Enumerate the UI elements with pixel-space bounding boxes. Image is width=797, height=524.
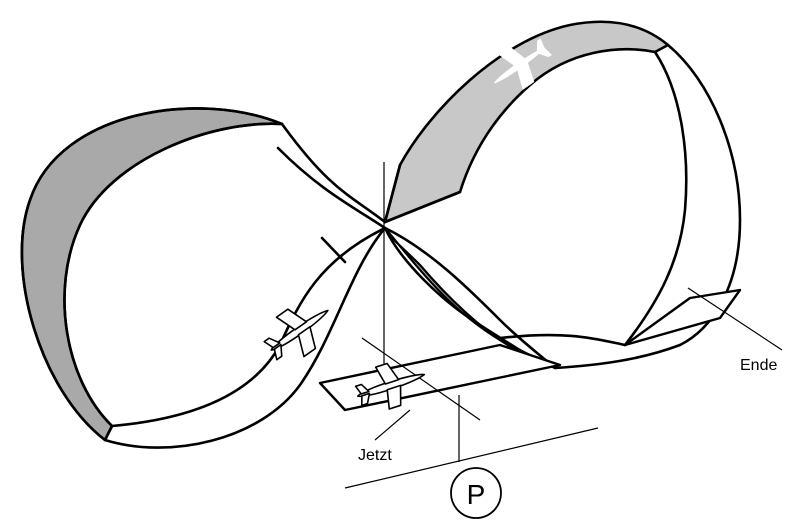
left-upper-ribbon-edge-top — [280, 122, 387, 224]
right-loop-inner-edge — [623, 50, 688, 347]
right-lower-ribbon-edge — [383, 190, 462, 224]
center-crossing-edge-upper — [383, 226, 557, 370]
airplane-icon — [354, 362, 426, 410]
airplane-icon — [493, 38, 552, 90]
reference-line-upper — [361, 337, 481, 421]
right-loop-shaded-band — [383, 20, 670, 224]
jetzt-leader-line — [374, 409, 411, 441]
airplane-icon — [263, 308, 329, 361]
ground-track-strip — [318, 343, 562, 412]
right-bottom-ribbon-edge-inner — [498, 333, 627, 347]
center-panel-divider — [383, 163, 402, 224]
left-upper-ribbon-edge-bottom — [276, 146, 387, 230]
point-p-label: P — [467, 479, 486, 510]
jetzt-label: Jetzt — [358, 447, 392, 464]
ende-leader-line — [687, 287, 783, 351]
ende-label: Ende — [740, 357, 777, 374]
baseline-line — [344, 427, 599, 489]
right-bottom-ribbon-edge-outer — [553, 343, 682, 370]
left-loop-inner-edge — [63, 122, 284, 428]
left-lower-panel-divider-1 — [103, 424, 114, 442]
center-crossing-edge-lower — [383, 226, 537, 362]
end-track-strip — [623, 288, 742, 347]
point-p-circle — [450, 467, 502, 519]
left-loop-outer-edge — [20, 107, 284, 442]
left-lower-ribbon-edge-outer — [103, 226, 387, 449]
left-lower-panel-divider-2 — [320, 236, 347, 264]
